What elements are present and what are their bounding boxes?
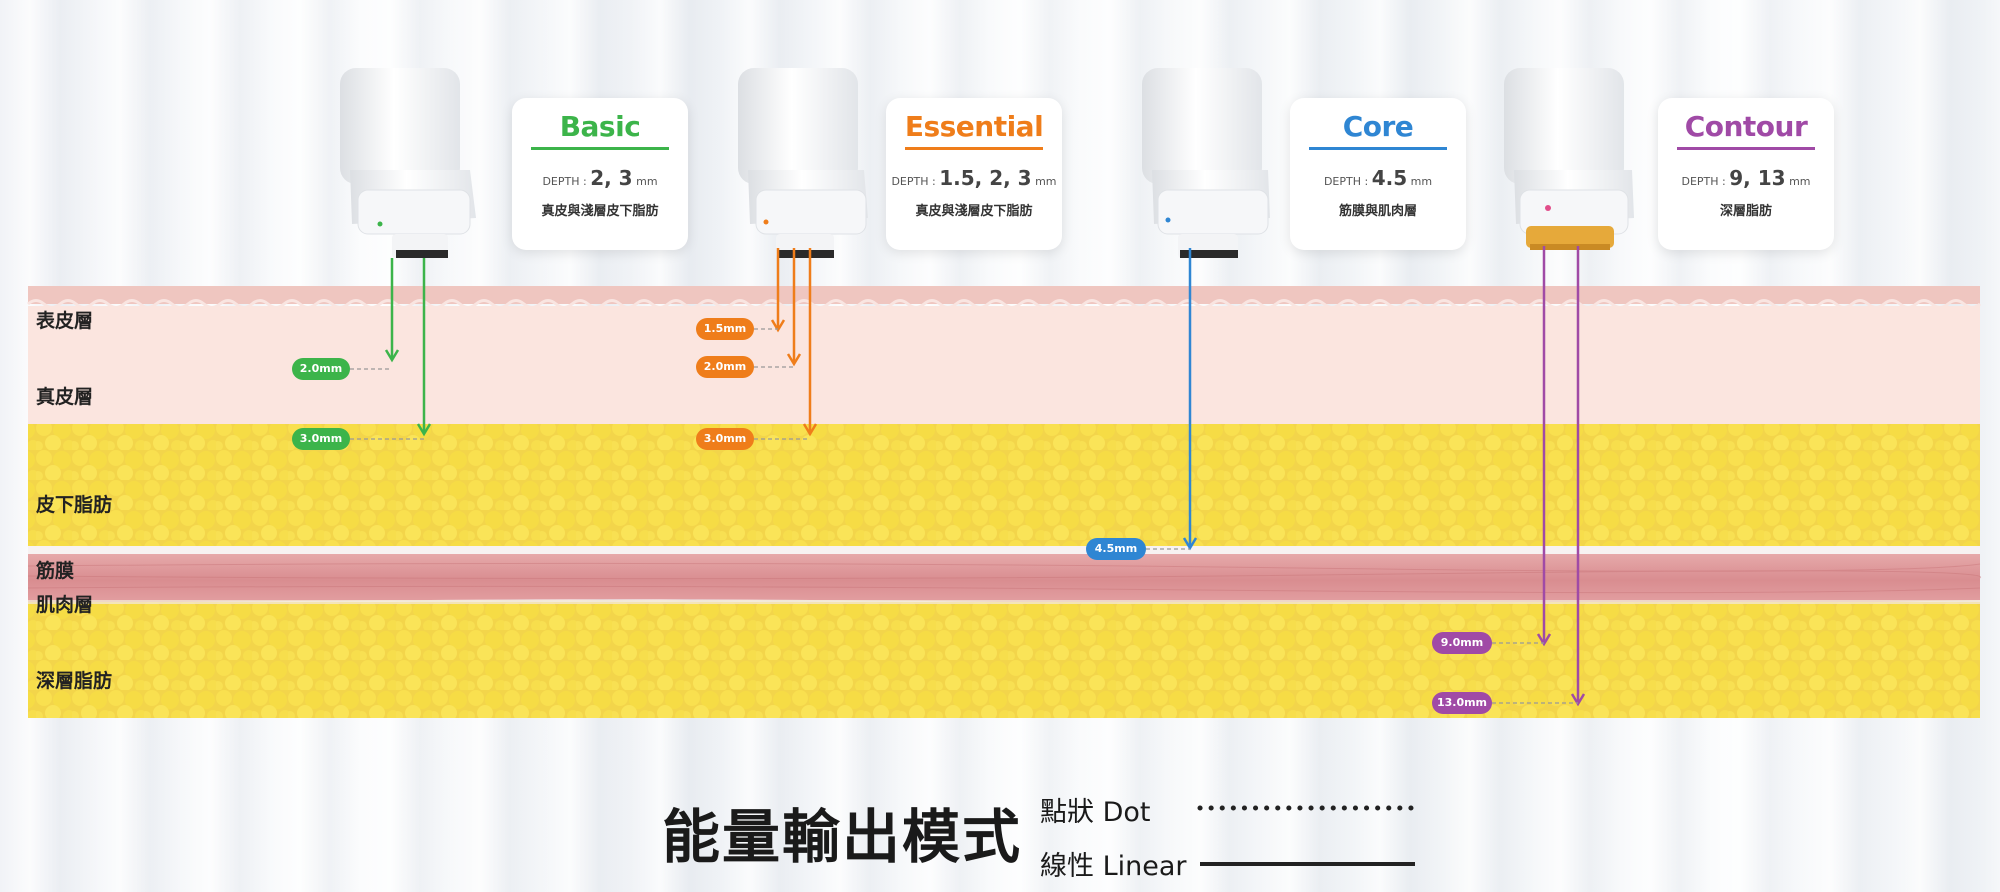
dermis-layer — [28, 306, 1980, 424]
card-depth: DEPTH : 4.5 mm — [1323, 166, 1433, 190]
card-depth: DEPTH : 2, 3 mm — [542, 166, 658, 190]
beam-arrowhead — [384, 349, 400, 363]
beams — [384, 246, 1586, 707]
label-subcutaneous-fat: 皮下脂肪 — [36, 494, 113, 516]
cartridge-head-basic — [340, 68, 476, 258]
depth-marker-pill: 3.0mm — [696, 428, 754, 450]
label-epidermis: 表皮層 — [36, 310, 94, 332]
card-depth: DEPTH : 1.5, 2, 3 mm — [891, 166, 1057, 190]
cartridge-head-core — [1142, 68, 1270, 258]
leaders — [350, 328, 1578, 704]
card-rule — [531, 147, 669, 150]
card-description: 真皮與淺層皮下脂肪 — [915, 204, 1033, 219]
label-muscle: 肌肉層 — [36, 594, 94, 616]
label-dermis: 真皮層 — [36, 386, 94, 408]
label-deep-fat: 深層脂肪 — [36, 670, 113, 692]
muscle-fibers — [27, 562, 1982, 594]
card-essential: Essential DEPTH : 1.5, 2, 3 mm 真皮與淺層皮下脂肪 — [886, 98, 1062, 250]
muscle-separator — [28, 600, 1980, 604]
legend-dot-label: 點狀 Dot — [1040, 797, 1151, 828]
card-basic: Basic DEPTH : 2, 3 mm 真皮與淺層皮下脂肪 — [512, 98, 688, 250]
depth-marker-pill: 13.0mm — [1432, 692, 1492, 714]
card-description: 筋膜與肌肉層 — [1338, 204, 1417, 219]
card-title: Core — [1342, 110, 1414, 143]
cartridge-head-essential — [738, 68, 868, 258]
card-title: Essential — [904, 110, 1044, 143]
card-rule — [1677, 147, 1815, 150]
muscle-layer — [28, 554, 1980, 607]
depth-marker-pill: 1.5mm — [696, 318, 754, 340]
card-description: 深層脂肪 — [1719, 204, 1772, 219]
beam-arrowhead — [770, 319, 786, 333]
fascia-layer — [28, 546, 1980, 554]
depth-marker-pill: 2.0mm — [696, 356, 754, 378]
beam-arrowhead — [786, 353, 802, 367]
card-description: 真皮與淺層皮下脂肪 — [541, 204, 659, 219]
beam-arrowhead — [1182, 537, 1198, 551]
legend-title: 能量輸出模式 — [662, 803, 1023, 871]
beam-arrowhead — [1536, 633, 1552, 647]
cartridge-head-contour — [1504, 68, 1634, 250]
card-title: Basic — [559, 110, 641, 143]
depth-marker-pill: 2.0mm — [292, 358, 350, 380]
subcutaneous-fat-layer — [28, 424, 1980, 546]
deep-fat-layer — [28, 602, 1980, 718]
depth-marker-pill: 4.5mm — [1086, 538, 1146, 560]
beam-arrowhead — [802, 423, 818, 437]
card-rule — [1309, 147, 1447, 150]
beam-arrowhead — [1570, 693, 1586, 707]
legend-linear-label: 線性 Linear — [1040, 851, 1187, 882]
depth-marker-pill: 3.0mm — [292, 428, 350, 450]
card-depth: DEPTH : 9, 13 mm — [1681, 166, 1811, 190]
label-fascia: 筋膜 — [36, 560, 75, 582]
card-title: Contour — [1684, 110, 1808, 143]
card-core: Core DEPTH : 4.5 mm 筋膜與肌肉層 — [1290, 98, 1466, 250]
card-rule — [905, 147, 1043, 150]
card-contour: Contour DEPTH : 9, 13 mm 深層脂肪 — [1658, 98, 1834, 250]
depth-marker-pill: 9.0mm — [1432, 632, 1492, 654]
beam-arrowhead — [416, 423, 432, 437]
